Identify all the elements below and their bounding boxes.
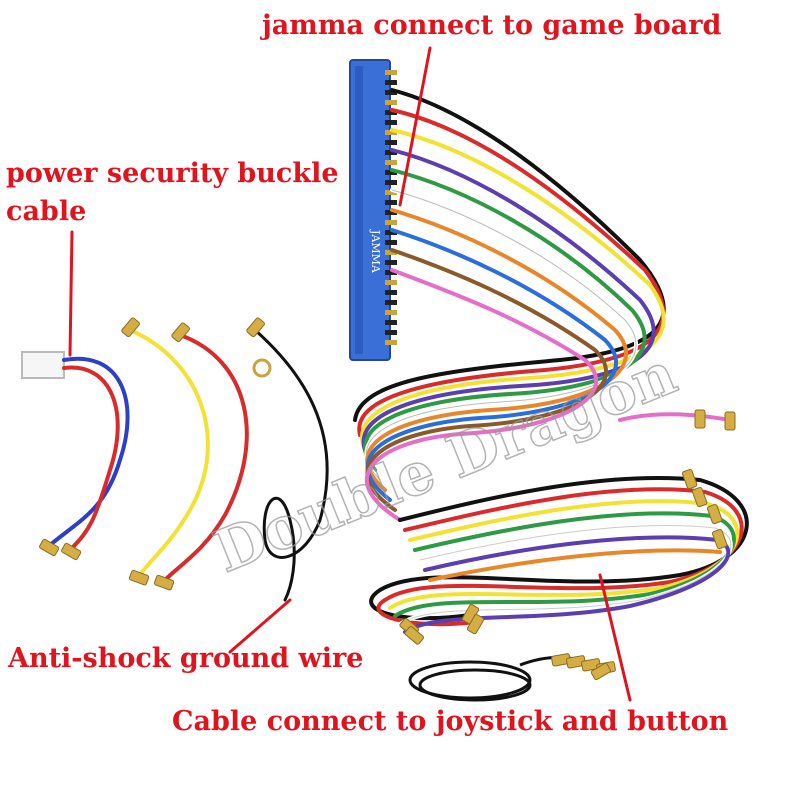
connector-pins [385,70,397,345]
connector-pin [385,110,397,115]
label-power-cable-line2: cable [6,196,87,227]
spade-terminals [39,317,736,681]
connector-pin [385,140,397,145]
spade-terminal [466,614,485,635]
spade-terminal [581,658,601,672]
connector-pin [385,190,397,195]
spade-terminal [246,317,265,338]
spade-terminal [694,409,706,429]
connector-pin [385,180,397,185]
connector-pin [385,150,397,155]
connector-pin [385,300,397,305]
white-plug [21,351,65,379]
arrow-cable [598,573,632,702]
label-power-cable-line1: power security buckle [6,158,339,189]
watermark-text: Double Dragon [205,339,685,586]
connector-pin [385,320,397,325]
spade-terminal [691,486,708,508]
connector-pin [385,220,397,225]
connector-pin [385,340,397,345]
ground-wire [252,328,329,602]
spade-terminal [171,322,190,343]
spade-terminal [566,655,586,669]
label-jamma-connect: jamma connect to game board [262,10,722,41]
main-harness-bundle [353,88,666,522]
connector-pin [385,290,397,295]
connector-pin [385,90,397,95]
spade-terminal [121,317,140,338]
spade-terminal [590,662,611,681]
connector-pin [385,160,397,165]
connector-pin [385,270,397,275]
connector-pin [385,330,397,335]
spade-terminal [39,538,60,557]
connector-pin [385,230,397,235]
connector-pin [385,100,397,105]
connector-pin [385,120,397,125]
arrow-power [68,230,74,357]
connector-pin [385,280,397,285]
label-ground-wire: Anti-shock ground wire [8,643,364,674]
spade-terminal [681,468,698,490]
spade-terminal [724,411,736,431]
spade-terminal [706,503,723,525]
arrow-jamma [398,46,432,207]
connector-brand-text: JAMMA [369,229,382,274]
joystick-button-harness [369,412,749,634]
annotation-arrows [68,46,632,702]
connector-pin [385,260,397,265]
connector-pin [385,310,397,315]
power-cable [21,351,130,552]
jamma-connector: JAMMA [349,59,397,361]
connector-pin [385,70,397,75]
spade-terminal [711,528,728,550]
spade-terminal [128,569,150,586]
connector-pin [385,80,397,85]
yellow-red-wires [128,328,249,582]
connector-pin [385,170,397,175]
arrow-ground [228,598,292,654]
label-joystick-cable: Cable connect to joystick and button [172,706,729,737]
spade-terminal [153,574,175,591]
connector-pin [385,130,397,135]
connector-pin [385,200,397,205]
connector-pin [385,240,397,245]
connector-pin [385,210,397,215]
connector-pin [385,250,397,255]
spade-terminal [404,626,425,645]
spade-terminal [61,542,82,561]
